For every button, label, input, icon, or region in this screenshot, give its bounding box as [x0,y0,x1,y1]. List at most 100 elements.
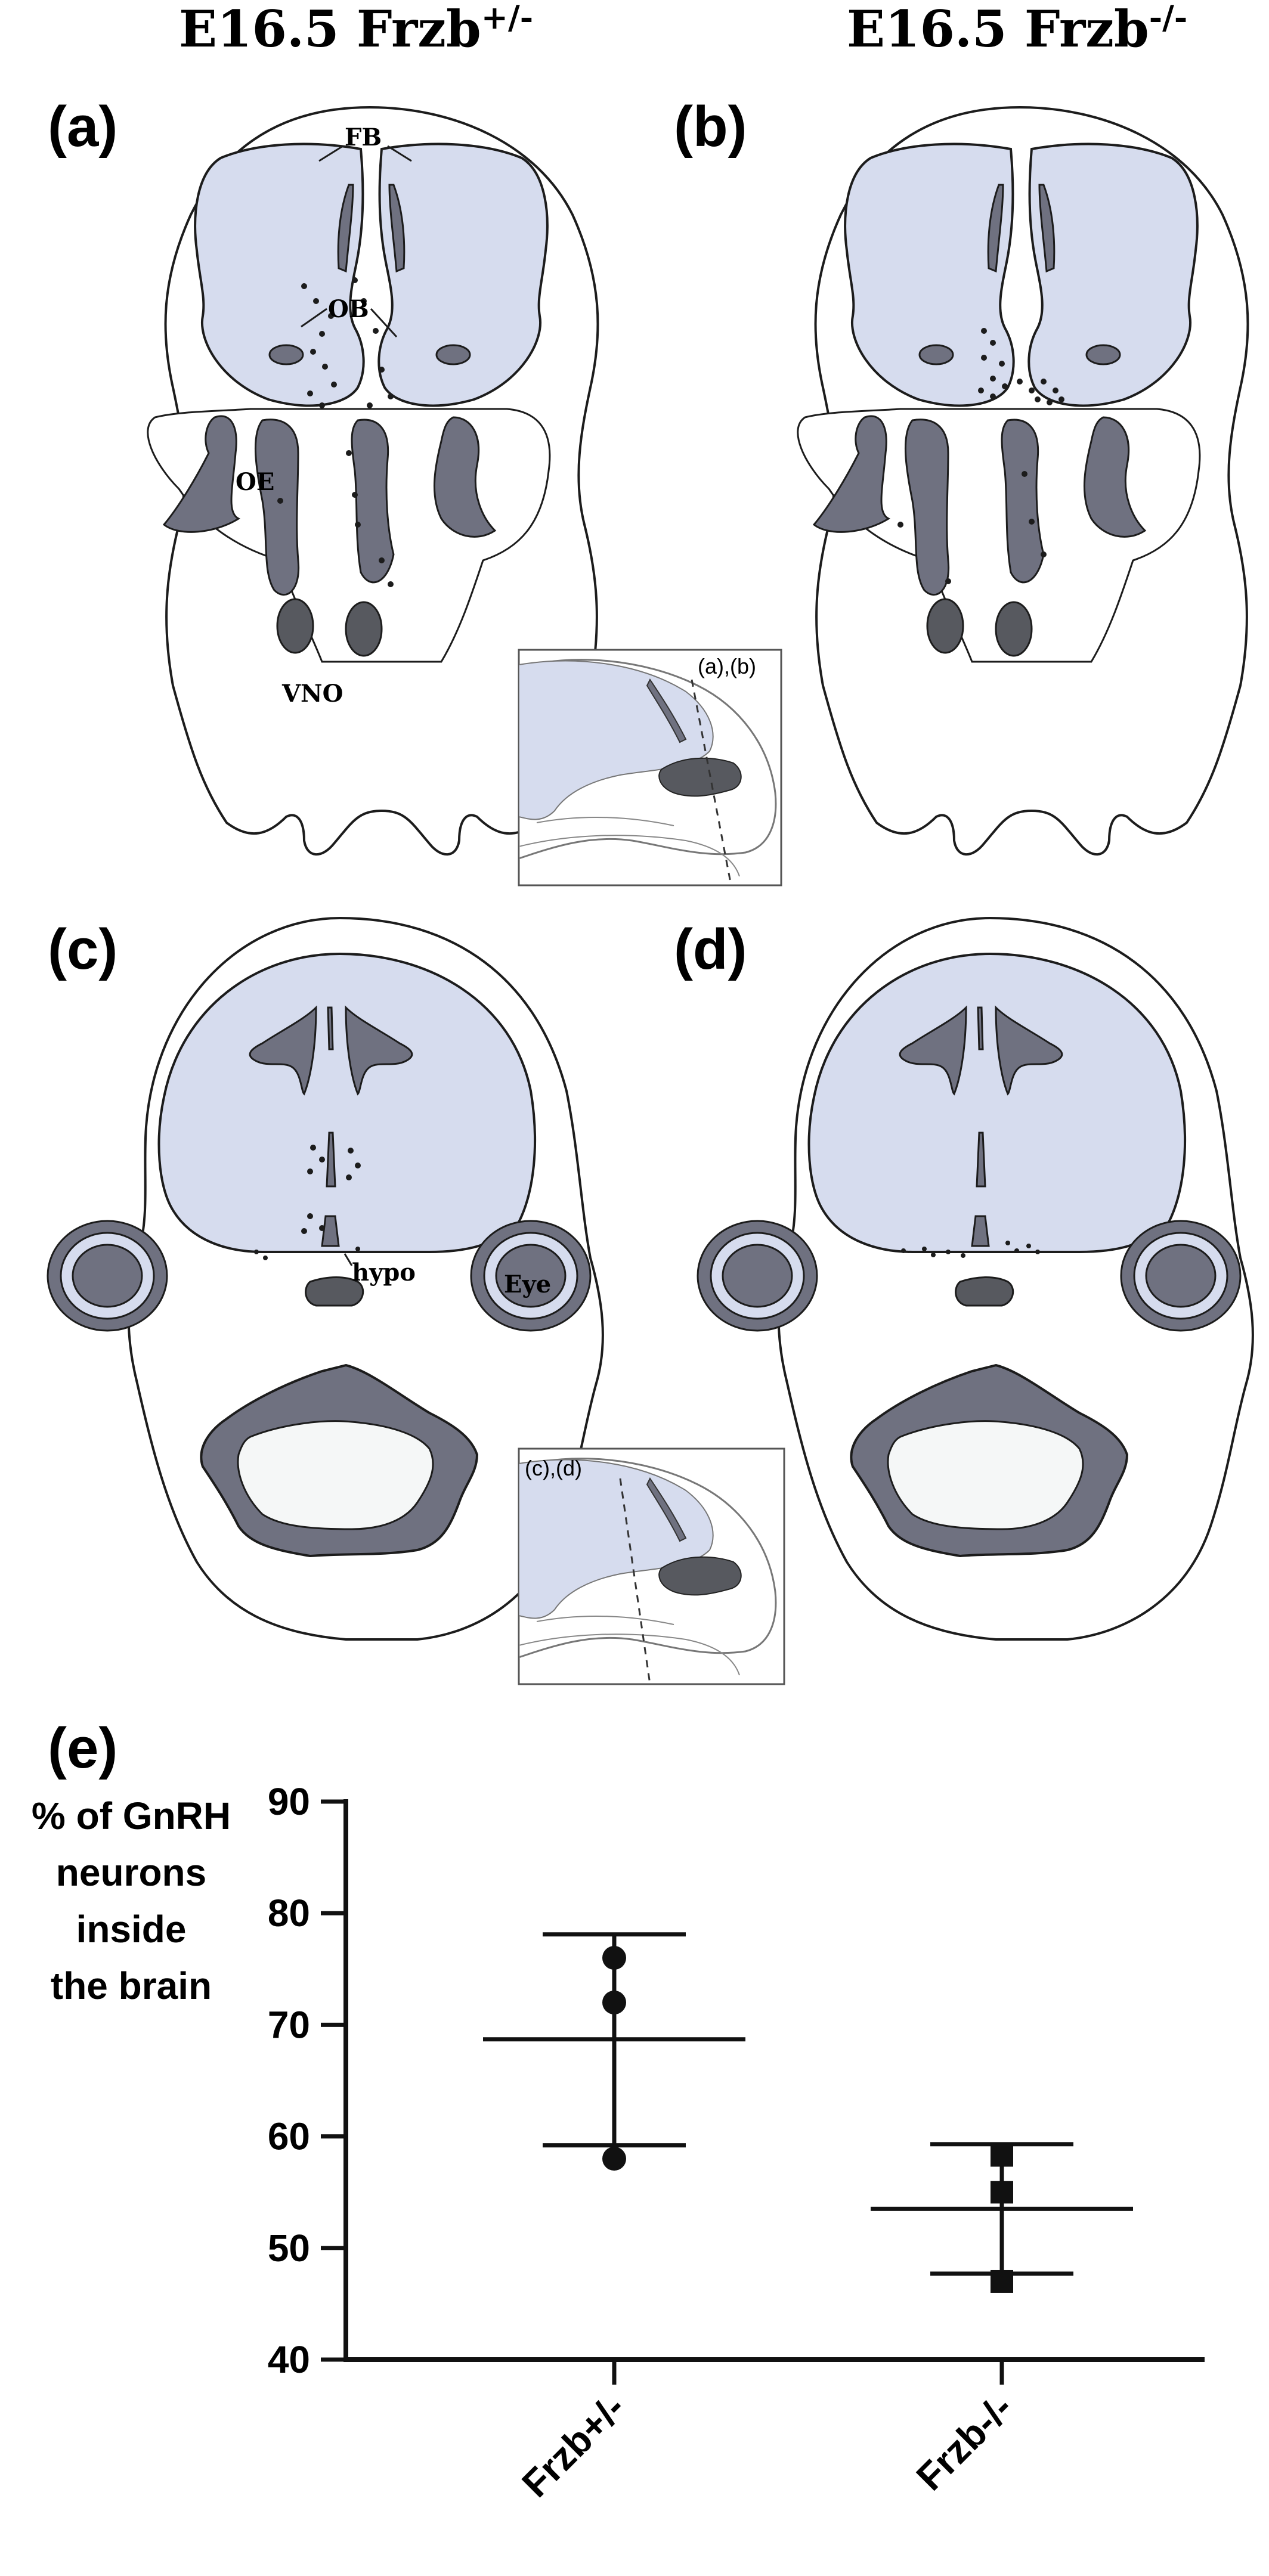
panel-label-e: (e) [48,1716,117,1780]
x-axis-ticks: Frzb+/- Frzb-/- [513,2360,1021,2505]
oral-cavity [887,1420,1084,1530]
inset-ventricle [646,678,687,743]
olfactory-bulb-left [194,142,365,407]
label-ob: OB [328,295,369,323]
error-bars [483,1932,1133,2276]
panel-b-section-drawing [797,106,1249,856]
lateral-ventricle-left [899,1005,967,1096]
panel-label-c: (c) [48,917,117,981]
inset-ventricle [646,1477,687,1542]
inset-label-cd: (c),(d) [525,1456,582,1480]
data-point [991,2181,1013,2204]
panel-a-section-drawing: FB OB OE VNO [147,106,599,856]
vno-right [995,601,1033,657]
x-tick-label: Frzb+/- [513,2386,633,2506]
gnrh-neuron-dots-c [254,1145,361,1260]
eye-right [1120,1220,1242,1332]
ob-ventricle-left [918,344,954,365]
data-point [602,1990,626,2014]
y-tick-label: 90 [268,1780,310,1823]
panel-d-section-drawing [697,916,1254,1641]
inset-nasal-cavity [658,1556,742,1596]
right-column-title: E16.5 Frzb-/- [847,0,1187,58]
data-point [991,2270,1013,2293]
chart-axes [343,1799,1205,2362]
vno-left [276,598,314,654]
olfactory-bulb-right [377,142,549,407]
oral-cavity [237,1420,434,1530]
inset-label-ab: (a),(b) [698,654,756,678]
olfactory-epithelium-right [433,416,497,538]
third-ventricle-base [321,1215,340,1247]
label-eye: Eye [504,1270,551,1298]
olfactory-epithelium-left [162,415,241,533]
y-axis-ticks: 40 50 60 70 80 90 [268,1780,346,2381]
lateral-ventricle-right [345,1005,413,1096]
inset-sagittal-cd: (c),(d) [518,1447,785,1685]
panel-label-d: (d) [674,917,747,981]
ob-ventricle-left [268,344,304,365]
inset-jaw [519,1633,740,1676]
annotation-line-hypo [343,1253,353,1266]
forebrain [807,952,1187,1253]
panel-c-section-drawing: hypo Eye [47,916,604,1641]
olfactory-epithelium-mid-right [1001,419,1045,584]
pituitary [955,1276,1014,1307]
midline-ventricle [327,1006,334,1050]
third-ventricle [326,1132,336,1188]
olfactory-epithelium-left [812,415,891,533]
vno-right [345,601,383,657]
olfactory-epithelium-mid-right [351,419,395,584]
panel-label-a: (a) [48,95,117,159]
gnrh-neuron-dots-a [277,277,394,587]
eye-right [470,1220,592,1332]
eye-left [697,1220,818,1332]
y-tick-label: 70 [268,2003,310,2046]
olfactory-bulb-right [1027,142,1199,407]
olfactory-bulb-left [844,142,1015,407]
third-ventricle-base [971,1215,990,1247]
y-axis-label-line: neurons [56,1851,206,1894]
annotation-lines-a [301,145,412,338]
label-hypo: hypo [352,1258,416,1287]
y-tick-label: 60 [268,2115,310,2158]
pituitary [305,1276,364,1307]
y-axis-label-line: % of GnRH [32,1794,231,1837]
data-point [602,2147,626,2171]
inset-palate [536,816,674,826]
gnrh-neuron-dots-d [901,1241,1040,1258]
panel-label-b: (b) [674,95,747,159]
inset-palate [536,1615,674,1625]
inset-sagittal-ab: (a),(b) [518,649,782,886]
inset-section-line-cd [619,1478,651,1685]
y-axis-label-line: the brain [51,1964,212,2007]
forebrain [157,952,537,1253]
data-point [991,2144,1013,2167]
olfactory-epithelium-mid-left [904,419,950,596]
vno-left [926,598,964,654]
ob-ventricle-right [435,344,471,365]
ventricle-right [388,184,406,273]
ob-ventricle-right [1085,344,1121,365]
y-tick-label: 40 [268,2338,310,2381]
y-tick-label: 80 [268,1892,310,1935]
inset-jaw [519,835,740,877]
gnrh-neuron-dots-b [897,328,1064,584]
y-tick-label: 50 [268,2227,310,2270]
ventricle-left [987,184,1004,273]
left-column-title: E16.5 Frzb+/- [179,0,533,58]
third-ventricle [976,1132,986,1188]
lateral-ventricle-right [995,1005,1063,1096]
lateral-ventricle-left [249,1005,317,1096]
label-oe: OE [236,468,274,496]
ventricle-right [1038,184,1056,273]
x-tick-label: Frzb-/- [908,2386,1021,2498]
olfactory-epithelium-mid-left [254,419,300,596]
data-point [602,1946,626,1970]
label-vno: VNO [281,680,343,708]
data-points [602,1946,1013,2293]
